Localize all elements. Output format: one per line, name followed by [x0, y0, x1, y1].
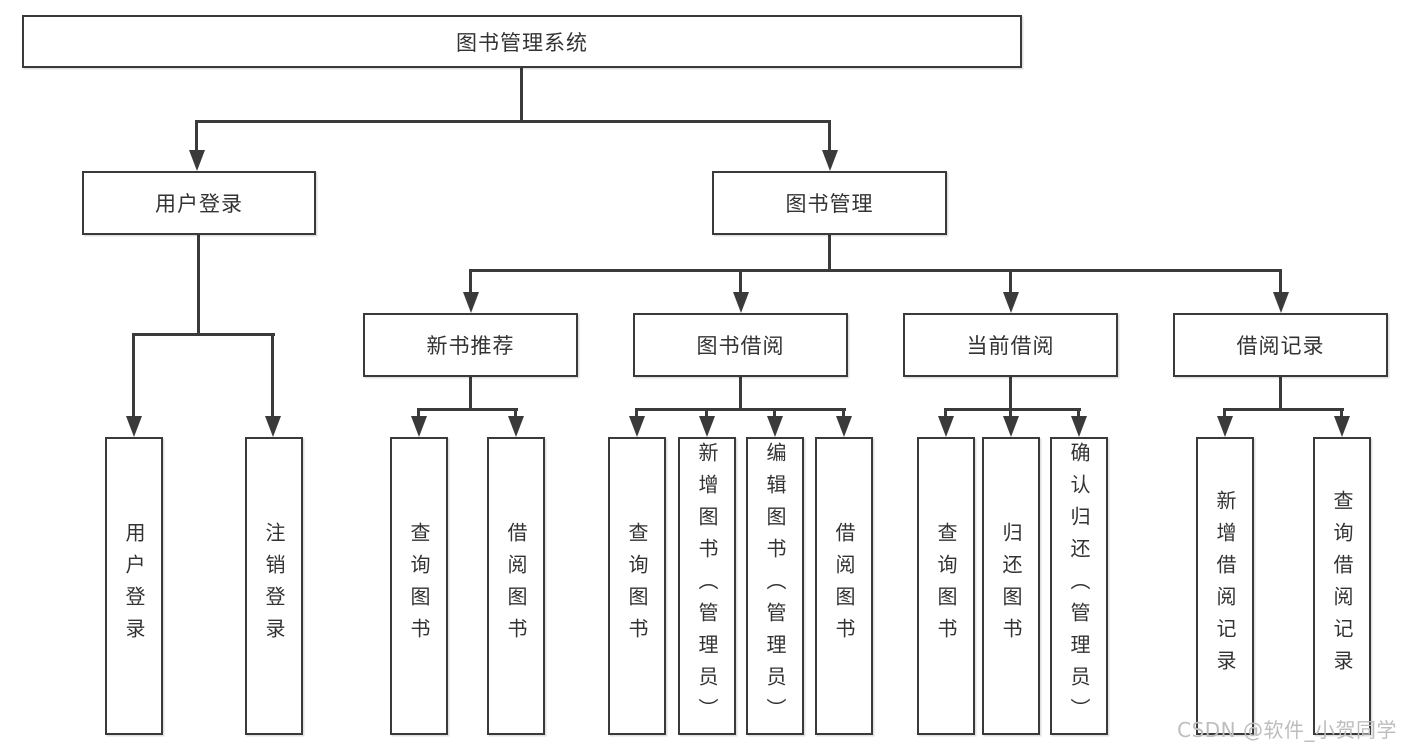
connector-arrow [732, 269, 749, 313]
connector-line [828, 235, 831, 272]
leaf-edit-books-admin: 编辑图书（管理员） [746, 437, 804, 735]
connector-arrow [766, 408, 783, 437]
node-user-login: 用户登录 [82, 171, 316, 235]
leaf-logout: 注销登录 [245, 437, 303, 735]
node-label: 借阅记录 [1236, 334, 1325, 358]
connector-line [1009, 377, 1012, 411]
leaf-query-books: 查询图书 [390, 437, 448, 735]
node-label: 新书推荐 [426, 334, 515, 358]
node-label: 图书管理系统 [456, 30, 588, 55]
connector-line [470, 269, 1282, 272]
leaf-query-books: 查询图书 [608, 437, 666, 735]
leaf-label: 查询图书 [407, 522, 431, 650]
leaf-label: 新增图书（管理员） [695, 442, 719, 730]
node-label: 用户登录 [155, 192, 243, 216]
leaf-label: 借阅图书 [504, 522, 528, 650]
node-label: 图书管理 [785, 192, 874, 216]
node-new-book-recommendation: 新书推荐 [363, 313, 578, 377]
connector-arrow [462, 269, 479, 313]
connector-line [945, 408, 1081, 411]
connector-arrow [1333, 408, 1350, 437]
leaf-label: 确认归还（管理员） [1067, 442, 1091, 730]
connector-arrow [1070, 408, 1087, 437]
connector-line [197, 120, 831, 123]
connector-arrow [1002, 269, 1019, 313]
connector-line [133, 333, 275, 336]
connector-arrow [264, 333, 281, 437]
leaf-label: 编辑图书（管理员） [763, 442, 787, 730]
node-current-borrowing: 当前借阅 [903, 313, 1118, 377]
leaf-label: 查询图书 [934, 522, 958, 650]
leaf-confirm-return-admin: 确认归还（管理员） [1050, 437, 1108, 735]
connector-arrow [628, 408, 645, 437]
connector-arrow [125, 333, 142, 437]
leaf-add-borrow-record: 新增借阅记录 [1196, 437, 1254, 735]
leaf-query-borrow-record: 查询借阅记录 [1313, 437, 1371, 735]
connector-line [197, 235, 200, 336]
node-library-management-system: 图书管理系统 [22, 15, 1022, 68]
node-label: 当前借阅 [966, 334, 1055, 358]
connector-arrow [1272, 269, 1289, 313]
connector-line [1224, 408, 1344, 411]
connector-arrow [1002, 408, 1019, 437]
node-borrowing-records: 借阅记录 [1173, 313, 1388, 377]
node-book-borrowing: 图书借阅 [633, 313, 848, 377]
connector-line [520, 68, 523, 122]
node-book-management: 图书管理 [712, 171, 947, 235]
connector-line [469, 377, 472, 411]
connector-line [418, 408, 518, 411]
connector-arrow [937, 408, 954, 437]
connector-line [636, 408, 846, 411]
leaf-label: 查询图书 [625, 522, 649, 650]
leaf-label: 查询借阅记录 [1330, 490, 1354, 682]
leaf-add-books-admin: 新增图书（管理员） [678, 437, 736, 735]
leaf-label: 新增借阅记录 [1213, 490, 1237, 682]
leaf-borrow-books: 借阅图书 [815, 437, 873, 735]
leaf-borrow-books: 借阅图书 [487, 437, 545, 735]
leaf-return-books: 归还图书 [982, 437, 1040, 735]
leaf-label: 用户登录 [122, 522, 146, 650]
leaf-label: 借阅图书 [832, 522, 856, 650]
connector-arrow [1216, 408, 1233, 437]
leaf-query-books: 查询图书 [917, 437, 975, 735]
connector-arrow [835, 408, 852, 437]
leaf-user-login: 用户登录 [105, 437, 163, 735]
connector-arrow [507, 408, 524, 437]
leaf-label: 注销登录 [262, 522, 286, 650]
node-label: 图书借阅 [696, 334, 785, 358]
leaf-label: 归还图书 [999, 522, 1023, 650]
connector-arrow [410, 408, 427, 437]
connector-arrow [698, 408, 715, 437]
watermark-text: CSDN @软件_小贺同学 [1177, 718, 1397, 742]
connector-line [739, 377, 742, 411]
connector-arrow [188, 120, 205, 171]
connector-line [1279, 377, 1282, 411]
connector-arrow [821, 120, 838, 171]
